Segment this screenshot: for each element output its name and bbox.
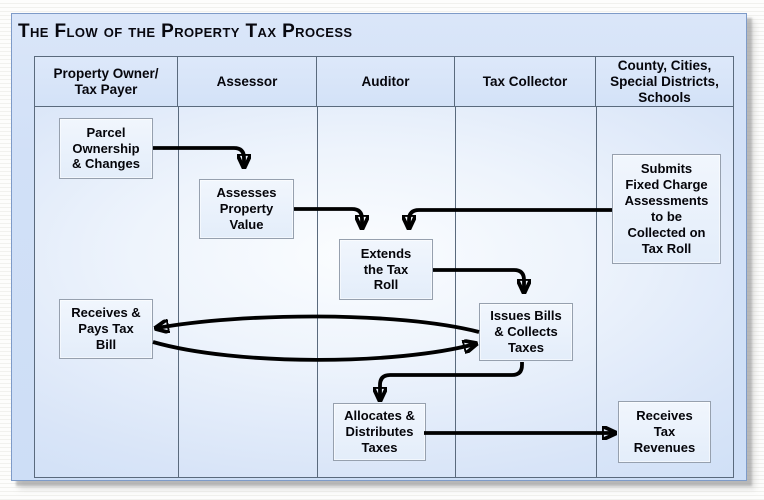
diagram-title: The Flow of the Property Tax Process [18, 21, 353, 42]
node-allocates-taxes: Allocates & Distributes Taxes [333, 403, 426, 461]
node-submits-fixed-charge: Submits Fixed Charge Assessments to be C… [612, 154, 721, 264]
lane-divider [455, 107, 456, 477]
lane-divider [178, 107, 179, 477]
column-header-assessor: Assessor [178, 57, 317, 107]
node-issues-bills: Issues Bills & Collects Taxes [479, 303, 573, 361]
column-header-county-cities: County, Cities, Special Districts, Schoo… [610, 58, 719, 105]
lane-divider [596, 107, 597, 477]
column-header-property-owner: Property Owner/ Tax Payer [35, 57, 178, 107]
swimlane-header-row: Property Owner/ Tax Payer Assessor Audit… [35, 57, 733, 107]
lane-divider [317, 107, 318, 477]
column-header-auditor: Auditor [317, 57, 455, 107]
node-receives-revenues: Receives Tax Revenues [618, 401, 711, 463]
column-header-tax-collector: Tax Collector [455, 57, 596, 107]
node-receives-pays-bill: Receives & Pays Tax Bill [59, 299, 153, 359]
diagram-panel: The Flow of the Property Tax Process Pro… [11, 13, 747, 481]
node-extends-tax-roll: Extends the Tax Roll [339, 239, 433, 300]
node-parcel-ownership: Parcel Ownership & Changes [59, 118, 153, 179]
node-assesses-value: Assesses Property Value [199, 179, 294, 239]
